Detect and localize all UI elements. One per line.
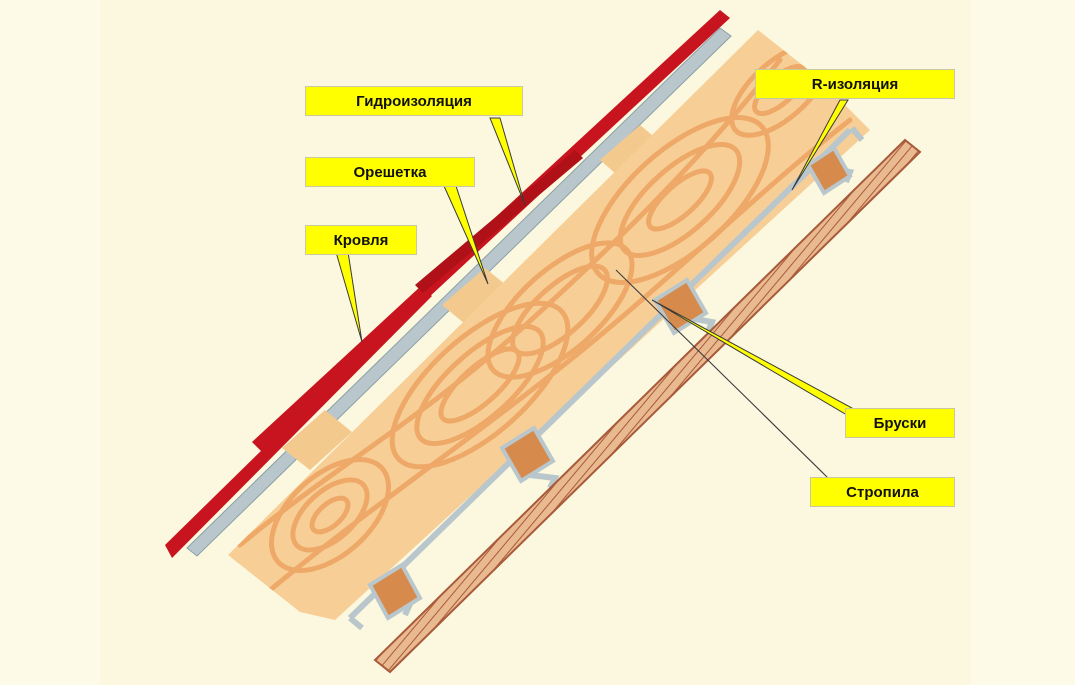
label-r-insulation: R-изоляция xyxy=(755,69,955,99)
label-roofing: Кровля xyxy=(305,225,417,255)
label-rafters: Стропила xyxy=(810,477,955,507)
label-lathing: Орешетка xyxy=(305,157,475,187)
label-waterproofing: Гидроизоляция xyxy=(305,86,523,116)
roofing-layer xyxy=(165,10,730,558)
rafter-hatched xyxy=(373,138,922,674)
battens xyxy=(367,145,853,621)
label-battens: Бруски xyxy=(845,408,955,438)
rafter-board xyxy=(228,30,870,620)
